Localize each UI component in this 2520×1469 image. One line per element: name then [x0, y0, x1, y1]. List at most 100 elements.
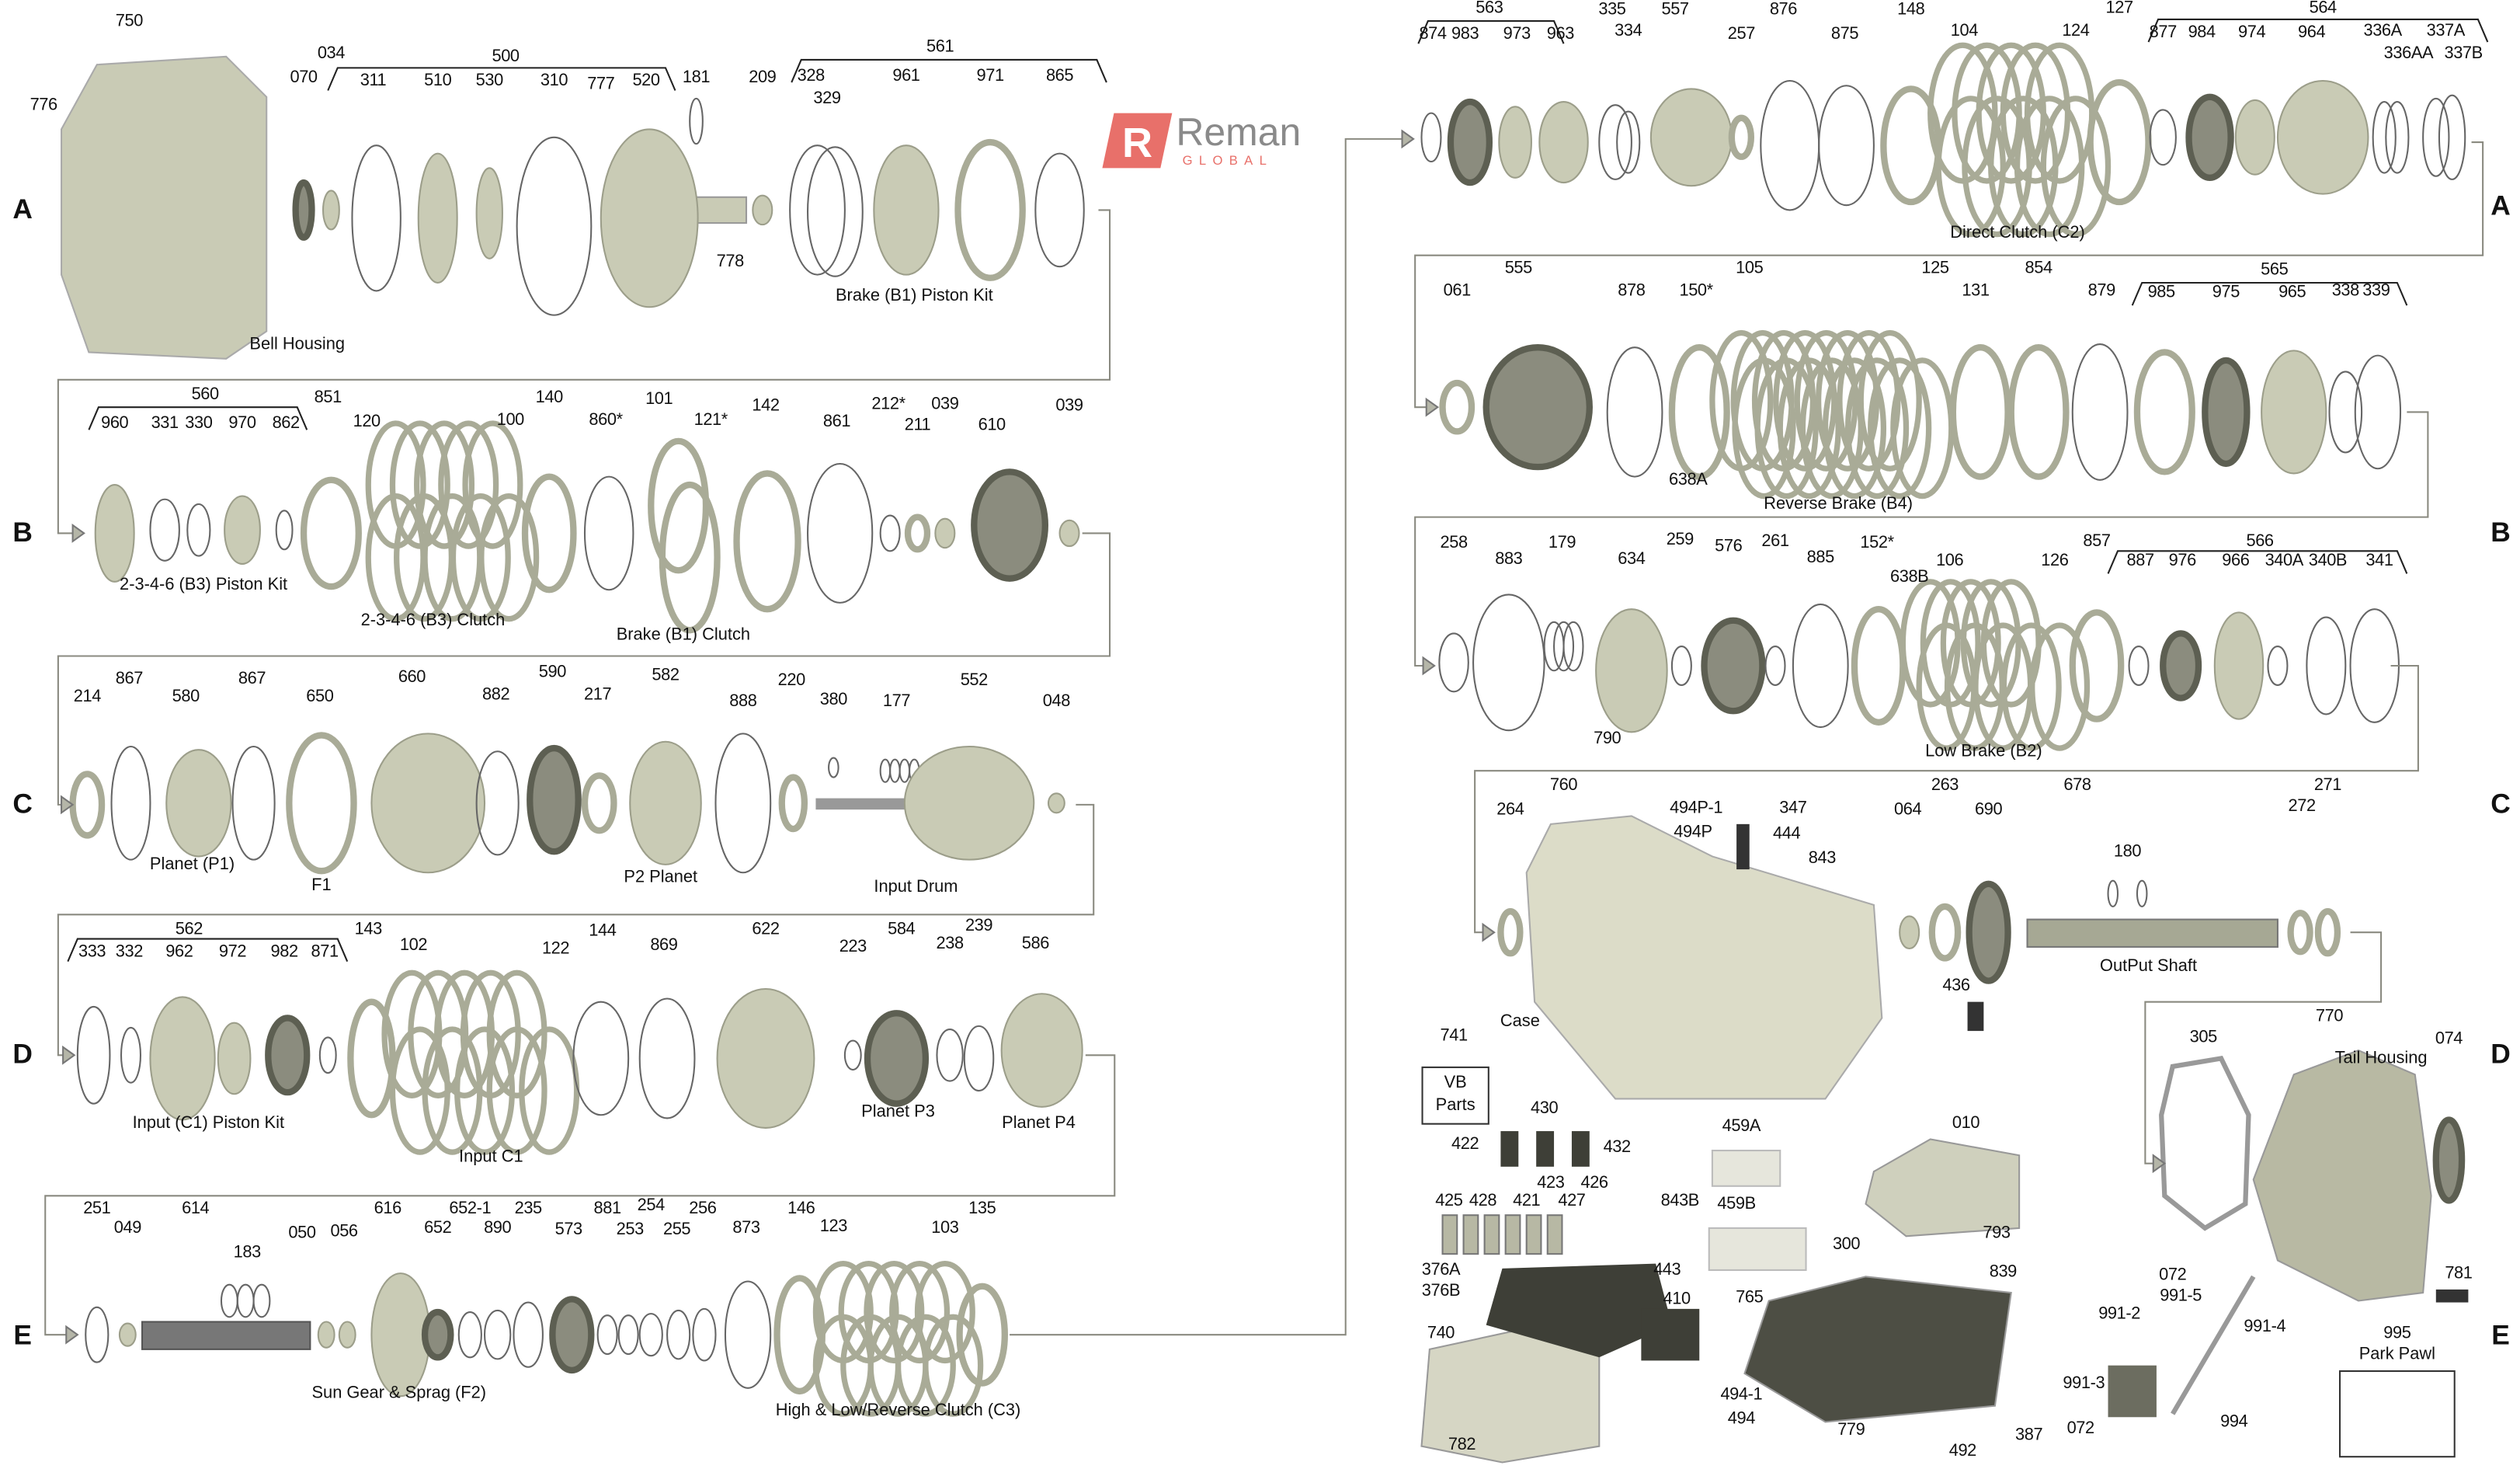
caption-sun-gear-sprag: Sun Gear & Sprag (F2)	[311, 1383, 487, 1403]
callout-rowD-left: 122	[541, 938, 570, 959]
callout-rowB-left: 860*	[589, 410, 623, 430]
callout-rowA: 310	[540, 71, 568, 91]
seal-ring	[936, 1028, 964, 1082]
seal-ring	[76, 1005, 111, 1105]
seal-ring	[2328, 371, 2363, 454]
callout-rowB-right: 105	[1736, 258, 1764, 278]
component	[629, 740, 702, 865]
clutch-plate	[1754, 357, 1819, 500]
callout-rowB-right: 965	[2278, 283, 2306, 302]
caption-low-brake-b2: Low Brake (B2)	[1925, 741, 2042, 761]
component	[2202, 357, 2251, 468]
callout-rowE: 056	[330, 1221, 358, 1241]
solenoid	[1525, 1214, 1542, 1255]
park-rod-991-4	[2171, 1275, 2256, 1415]
callout-rowC-right: 843	[1808, 848, 1837, 869]
component	[956, 1283, 1008, 1387]
callout-valve-body: 072	[2159, 1265, 2187, 1285]
callout-rowB2: 259	[1666, 530, 1694, 550]
callout-rowA: 181	[682, 68, 711, 88]
seal-ring	[2107, 879, 2119, 907]
callout-rowB2: 126	[2041, 551, 2069, 571]
seal-ring	[807, 462, 874, 604]
callout-rowC-right: 263	[1931, 775, 1959, 795]
seal-ring	[149, 498, 180, 562]
callout-rowA-right: 336AA	[2383, 44, 2434, 64]
callout-rowC-left: 380	[819, 690, 848, 710]
flow-arrow-icon	[1425, 397, 1440, 417]
flow-arrow-icon	[1482, 922, 1496, 942]
seal-ring	[1792, 603, 1849, 729]
callout-rowB2: 340B	[2308, 551, 2348, 571]
callout-valve-body: 494-1	[1720, 1384, 1763, 1405]
clutch-plate	[462, 420, 523, 549]
callout-rowC-left: 552	[960, 670, 989, 691]
callout-rowC-right: 678	[2063, 775, 2091, 795]
component	[1701, 617, 1766, 715]
callout-rowB-left: 862	[272, 413, 301, 433]
caption-tail-housing: Tail Housing	[2334, 1048, 2428, 1068]
component	[659, 481, 721, 634]
component	[600, 128, 699, 308]
callout-rowB-right: 565	[2261, 259, 2289, 280]
component	[1595, 608, 1668, 733]
component	[934, 517, 956, 549]
seal-ring	[1760, 79, 1820, 211]
callout-rowB-left: 610	[978, 415, 1006, 435]
component	[149, 996, 216, 1121]
callout-valve-body: 494	[1727, 1408, 1756, 1429]
component	[864, 1010, 930, 1107]
seal-ring	[1562, 621, 1584, 672]
seal-ring	[1818, 85, 1875, 207]
component	[954, 138, 1026, 281]
callout-rowE: 183	[233, 1242, 262, 1262]
seal-ring	[475, 750, 520, 856]
callout-rowA: 865	[1045, 66, 1074, 86]
component	[1047, 792, 1065, 814]
component	[1949, 344, 2011, 480]
callout-rowC-right: 180	[2113, 841, 2142, 862]
component	[2276, 79, 2369, 195]
component	[2261, 350, 2327, 475]
seal-ring	[963, 1025, 995, 1092]
seal-ring	[899, 758, 911, 783]
callout-rowB2: 966	[2222, 551, 2250, 571]
callout-rowD-left: 562	[175, 919, 203, 939]
clutch-plate	[1962, 96, 2032, 238]
callout-rowC-left: 867	[115, 669, 144, 689]
component	[165, 749, 232, 858]
component	[1899, 915, 1920, 950]
component	[1851, 606, 1907, 726]
clutch-plate	[914, 1260, 975, 1364]
seal-ring	[2128, 645, 2150, 687]
seal-ring	[2438, 94, 2466, 180]
solenoid	[1571, 1131, 1590, 1167]
component	[716, 987, 815, 1129]
callout-rowC-left: 217	[584, 684, 612, 705]
sun-gear-shaft-614	[141, 1321, 311, 1350]
caption-b3-clutch: 2-3-4-6 (B3) Clutch	[360, 611, 506, 631]
seal-ring	[1606, 346, 1663, 478]
component	[1880, 85, 1942, 206]
kit-bracket	[2131, 281, 2408, 306]
callout-rowC-left: 590	[538, 662, 567, 682]
seal-ring	[724, 1280, 772, 1389]
callout-rowD-left: 143	[354, 919, 383, 939]
caption-b3-piston-kit: 2-3-4-6 (B3) Piston Kit	[120, 575, 288, 595]
callout-rowB-right: 975	[2212, 283, 2240, 302]
caption-p2-planet: P2 Planet	[624, 868, 698, 887]
callout-rowA-right: 334	[1615, 21, 1642, 41]
callout-rowC-right: 272	[2288, 796, 2317, 816]
component	[300, 476, 362, 590]
callout-valve-body: 423	[1537, 1173, 1565, 1193]
flow-arrow-icon	[62, 1045, 76, 1065]
flow-arrow-icon	[2152, 1154, 2167, 1174]
component	[873, 144, 940, 276]
kit-bracket	[1417, 20, 1565, 44]
seal-ring	[2136, 879, 2148, 907]
callout-rowB-right: 338	[2331, 280, 2360, 301]
reman-global-logo: R Reman GLOBAL	[1102, 113, 1301, 169]
callout-rowC-left: 048	[1042, 691, 1071, 712]
callout-rowA-right: 963	[1546, 24, 1575, 44]
